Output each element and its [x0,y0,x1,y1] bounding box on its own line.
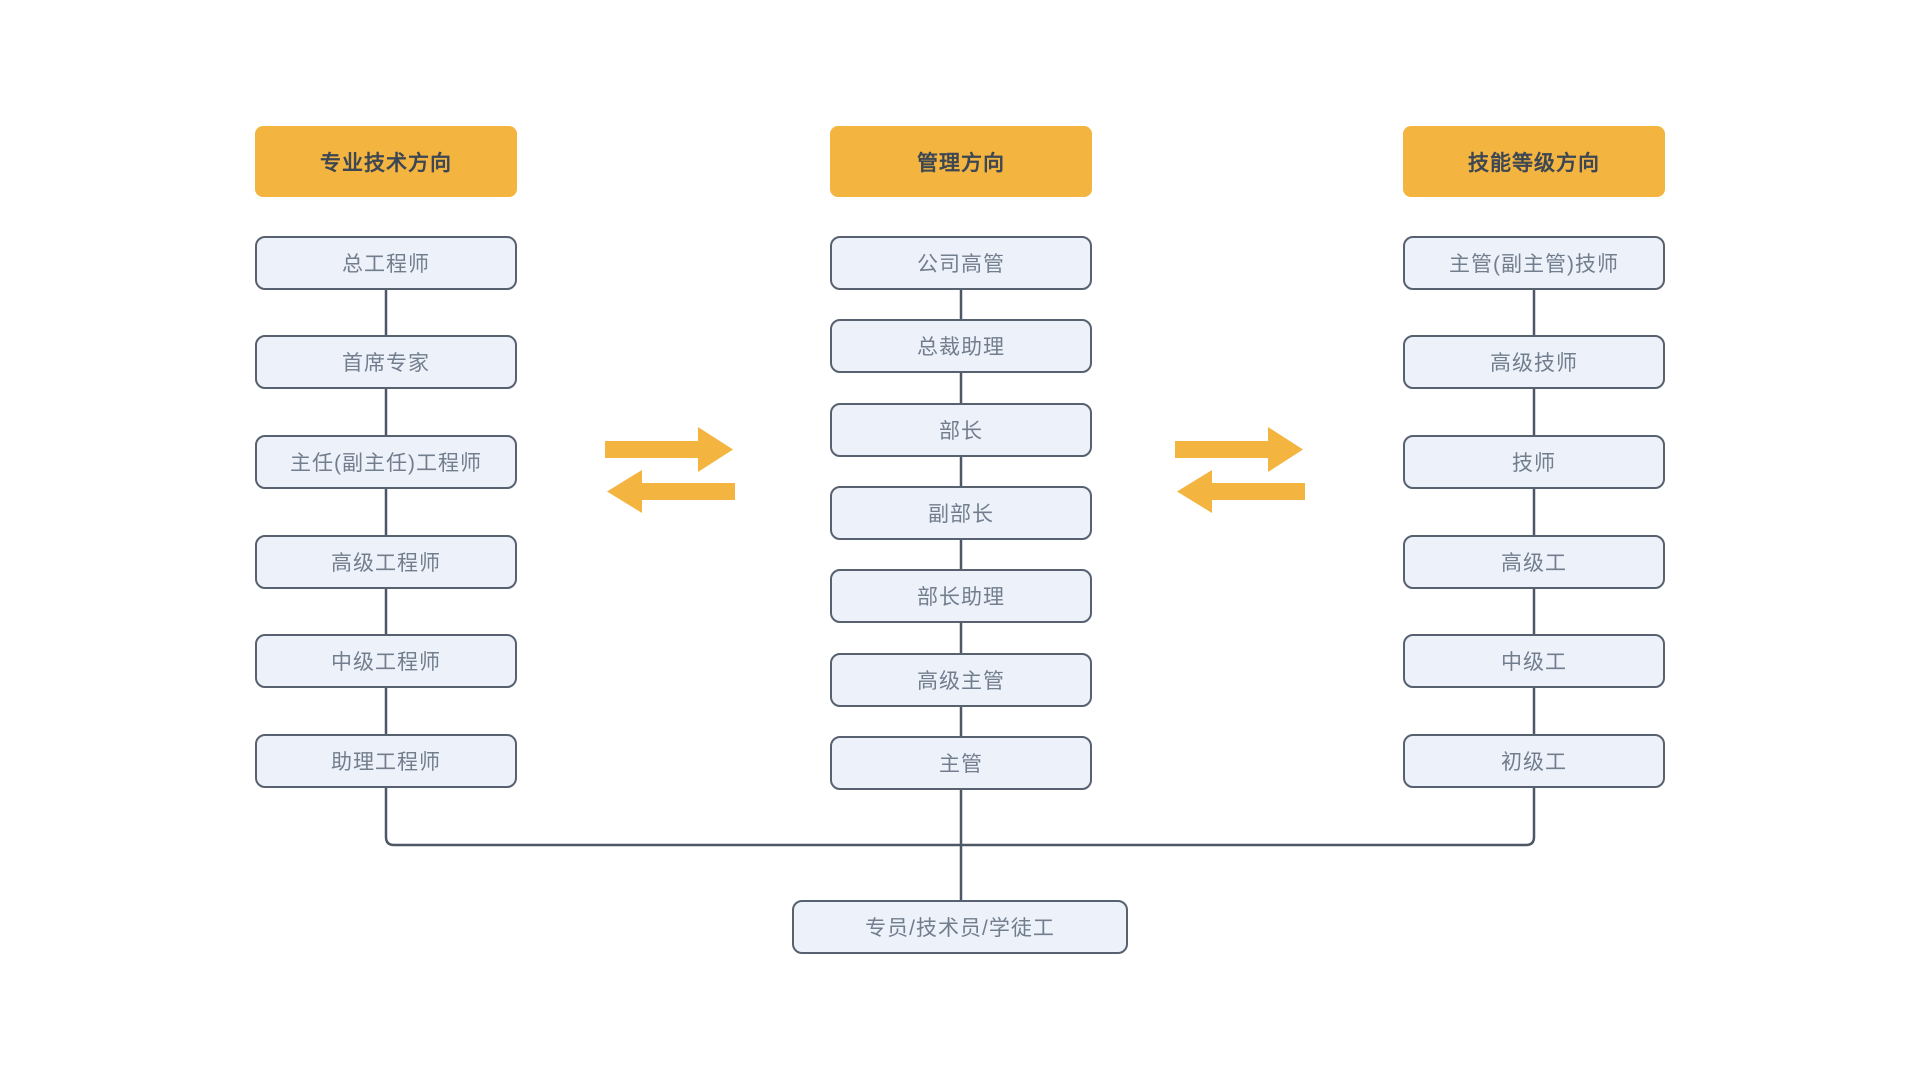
node-box: 高级技师 [1403,335,1665,389]
node-box: 总裁助理 [830,319,1092,373]
node-box: 高级工程师 [255,535,517,589]
node-box: 部长助理 [830,569,1092,623]
node-box: 副部长 [830,486,1092,540]
arrow-right-icon [1175,427,1303,472]
arrow-right-icon [605,427,733,472]
transfer-arrows-left-group [605,427,735,513]
node-box: 主管(副主管)技师 [1403,236,1665,290]
node-box: 中级工程师 [255,634,517,688]
node-box: 技师 [1403,435,1665,489]
node-box: 中级工 [1403,634,1665,688]
transfer-arrows-right-group [1175,427,1305,513]
node-box: 主任(副主任)工程师 [255,435,517,489]
column-header-skill: 技能等级方向 [1403,126,1665,197]
base-node-box: 专员/技术员/学徒工 [792,900,1128,954]
column-header-management: 管理方向 [830,126,1092,197]
node-box: 首席专家 [255,335,517,389]
node-box: 助理工程师 [255,734,517,788]
node-box: 主管 [830,736,1092,790]
node-box: 初级工 [1403,734,1665,788]
arrow-left-icon [1177,470,1305,513]
arrow-left-icon [607,470,735,513]
node-box: 总工程师 [255,236,517,290]
node-box: 公司高管 [830,236,1092,290]
node-box: 高级工 [1403,535,1665,589]
column-header-technical: 专业技术方向 [255,126,517,197]
node-box: 部长 [830,403,1092,457]
node-box: 高级主管 [830,653,1092,707]
